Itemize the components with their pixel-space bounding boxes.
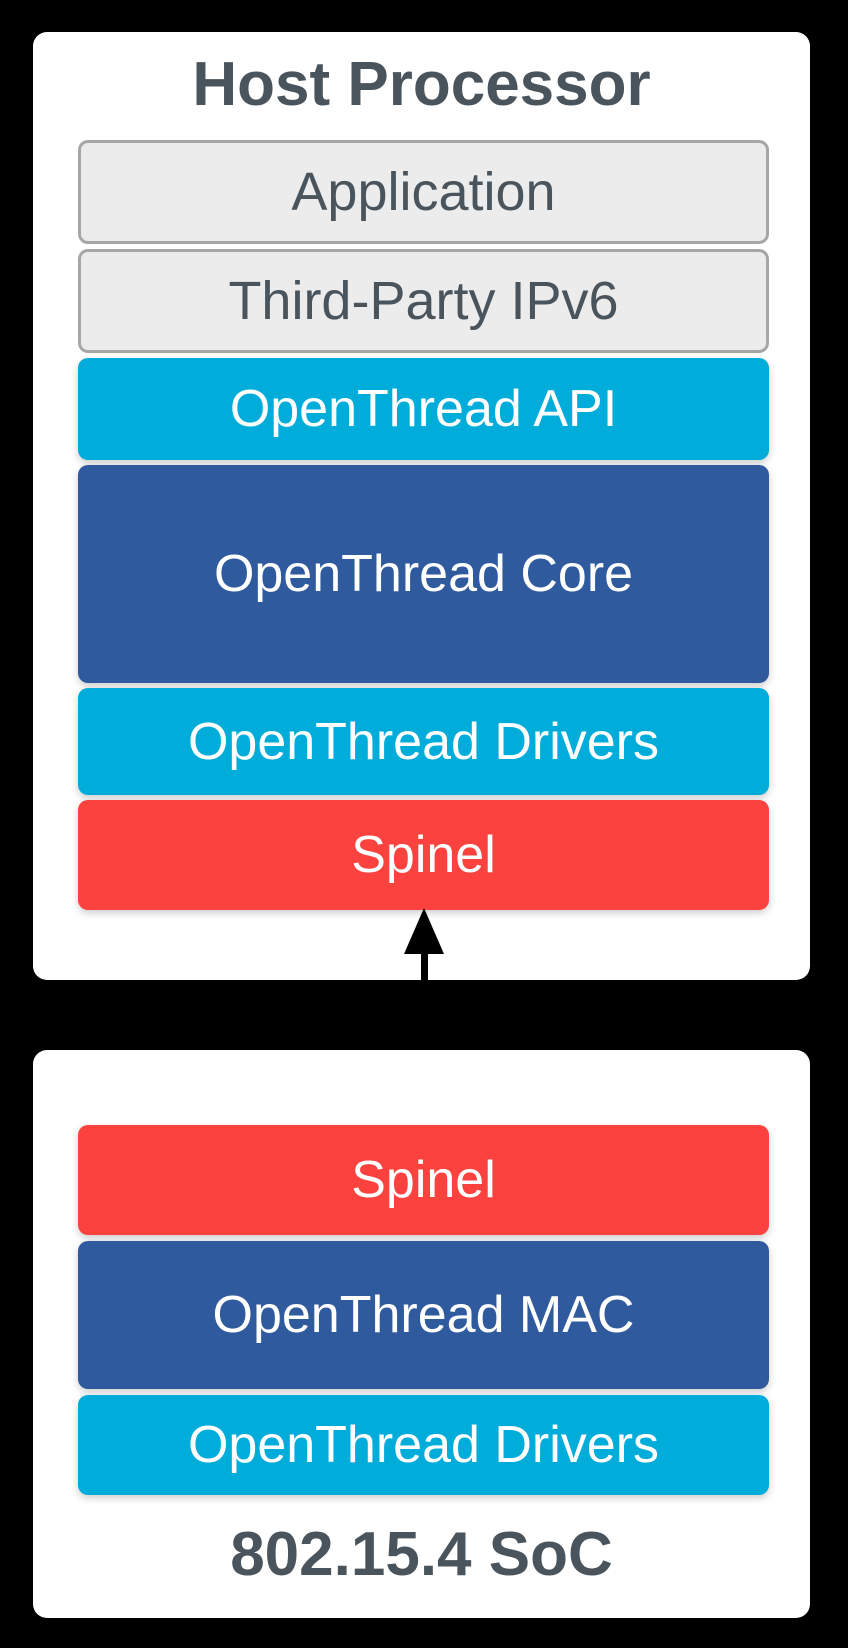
soc-panel: Spinel OpenThread MAC OpenThread Drivers… [33,1050,810,1618]
layer-spinel-host: Spinel [78,800,769,910]
layer-openthread-core: OpenThread Core [78,465,769,683]
layer-third-party-ipv6: Third-Party IPv6 [78,249,769,353]
arrow-shaft [420,942,428,1102]
layer-spinel-soc: Spinel [78,1125,769,1235]
host-processor-panel: Host Processor Application Third-Party I… [33,32,810,980]
layer-application: Application [78,140,769,244]
layer-openthread-drivers-host: OpenThread Drivers [78,688,769,795]
layer-openthread-drivers-soc-label: OpenThread Drivers [187,1416,660,1474]
soc-title: 802.15.4 SoC [230,1520,613,1589]
layer-openthread-mac-label: OpenThread MAC [212,1286,635,1344]
host-layer-stack: Application Third-Party IPv6 OpenThread … [78,140,769,910]
layer-openthread-api: OpenThread API [78,358,769,460]
host-processor-title: Host Processor [192,50,651,119]
layer-third-party-ipv6-label: Third-Party IPv6 [228,271,619,331]
layer-openthread-core-label: OpenThread Core [213,545,634,603]
layer-openthread-drivers-soc: OpenThread Drivers [78,1395,769,1495]
layer-spinel-soc-label: Spinel [351,1151,496,1209]
layer-openthread-drivers-host-label: OpenThread Drivers [187,712,660,771]
layer-openthread-api-label: OpenThread API [229,380,618,438]
layer-application-label: Application [291,162,556,222]
soc-layer-stack: Spinel OpenThread MAC OpenThread Drivers [78,1125,769,1495]
layer-spinel-host-label: Spinel [351,826,496,884]
layer-openthread-mac: OpenThread MAC [78,1241,769,1389]
